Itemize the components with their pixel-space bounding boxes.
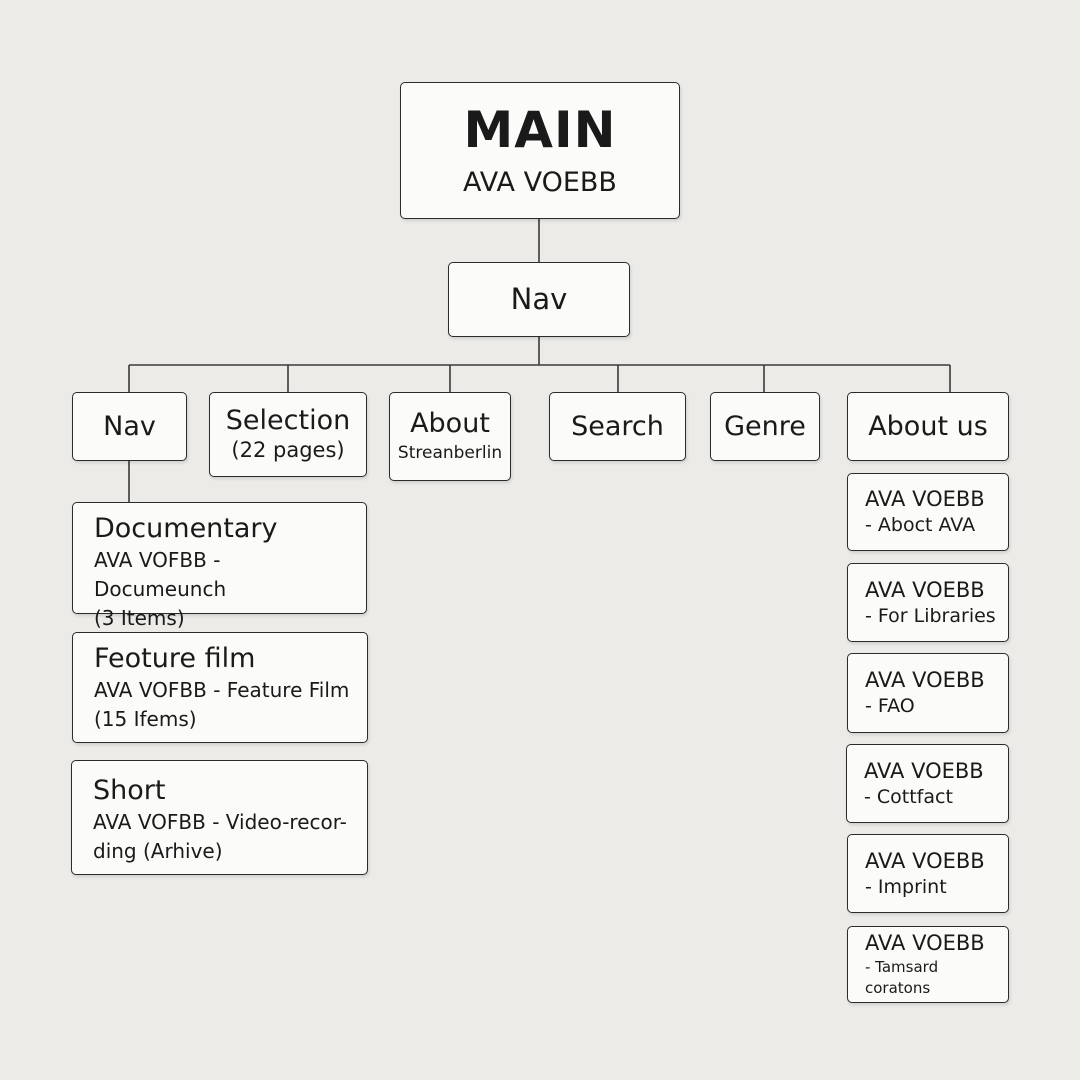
category-selection[interactable]: Selection (22 pages) bbox=[209, 392, 367, 477]
genre-documentary[interactable]: Documentary AVA VOFBB - Documeunch (3 It… bbox=[72, 502, 367, 630]
about-page-title: AVA VOEBB bbox=[865, 487, 985, 511]
category-about-us[interactable]: About us bbox=[847, 392, 1009, 461]
category-about-us-label: About us bbox=[868, 410, 988, 442]
genre-feature-film[interactable]: Feoture film AVA VOFBB - Feature Film (1… bbox=[72, 632, 368, 743]
category-genre-label: Genre bbox=[724, 410, 806, 442]
genre-title: Documentary bbox=[94, 513, 278, 544]
about-page-title: AVA VOEBB bbox=[865, 848, 985, 873]
category-search[interactable]: Search bbox=[549, 392, 686, 461]
nav-hub-label: Nav bbox=[510, 282, 568, 316]
about-page-subtitle: - Aboct AVA bbox=[865, 514, 976, 537]
about-page-title: AVA VOEBB bbox=[865, 668, 985, 692]
about-page-subtitle: - For Libraries bbox=[865, 604, 996, 627]
about-page-contact[interactable]: AVA VOEBB - Cottfact bbox=[846, 744, 1009, 823]
genre-description: AVA VOFBB - Feature Film (15 Ifems) bbox=[94, 678, 350, 732]
about-page-subtitle: - Imprint bbox=[865, 875, 947, 898]
genre-title: Short bbox=[93, 775, 166, 806]
category-selection-label: Selection bbox=[225, 405, 351, 437]
root-title: MAIN bbox=[463, 101, 617, 159]
about-page-about-ava[interactable]: AVA VOEBB - Aboct AVA bbox=[847, 473, 1009, 551]
genre-short[interactable]: Short AVA VOFBB - Video-recor- ding (Arh… bbox=[71, 760, 368, 875]
category-about-label: About bbox=[410, 408, 490, 440]
root-node[interactable]: MAIN AVA VOEBB bbox=[400, 82, 680, 219]
about-page-for-libraries[interactable]: AVA VOEBB - For Libraries bbox=[847, 563, 1009, 642]
category-nav[interactable]: Nav bbox=[72, 392, 187, 461]
category-about[interactable]: About Streanberlin bbox=[389, 392, 511, 481]
about-page-imprint[interactable]: AVA VOEBB - Imprint bbox=[847, 834, 1009, 913]
about-page-fao[interactable]: AVA VOEBB - FAO bbox=[847, 653, 1009, 733]
genre-description: AVA VOFBB - Video-recor- ding (Arhive) bbox=[93, 810, 347, 864]
genre-title: Feoture film bbox=[94, 643, 256, 674]
category-nav-label: Nav bbox=[103, 410, 156, 442]
category-genre[interactable]: Genre bbox=[710, 392, 820, 461]
genre-description: AVA VOFBB - Documeunch (3 Items) bbox=[94, 548, 227, 631]
about-page-title: AVA VOEBB bbox=[865, 930, 985, 955]
category-about-sub: Streanberlin bbox=[397, 443, 503, 464]
about-page-terms[interactable]: AVA VOEBB - Tamsard coratons bbox=[847, 926, 1009, 1003]
root-subtitle: AVA VOEBB bbox=[463, 167, 617, 198]
category-search-label: Search bbox=[571, 410, 664, 442]
about-page-subtitle: - FAO bbox=[865, 695, 915, 718]
about-page-subtitle: - Cottfact bbox=[864, 785, 953, 808]
about-page-subtitle: - Tamsard coratons bbox=[865, 958, 939, 998]
nav-hub-node[interactable]: Nav bbox=[448, 262, 630, 337]
category-selection-sub: (22 pages) bbox=[231, 437, 345, 462]
about-page-title: AVA VOEBB bbox=[864, 758, 984, 783]
about-page-title: AVA VOEBB bbox=[865, 577, 985, 602]
